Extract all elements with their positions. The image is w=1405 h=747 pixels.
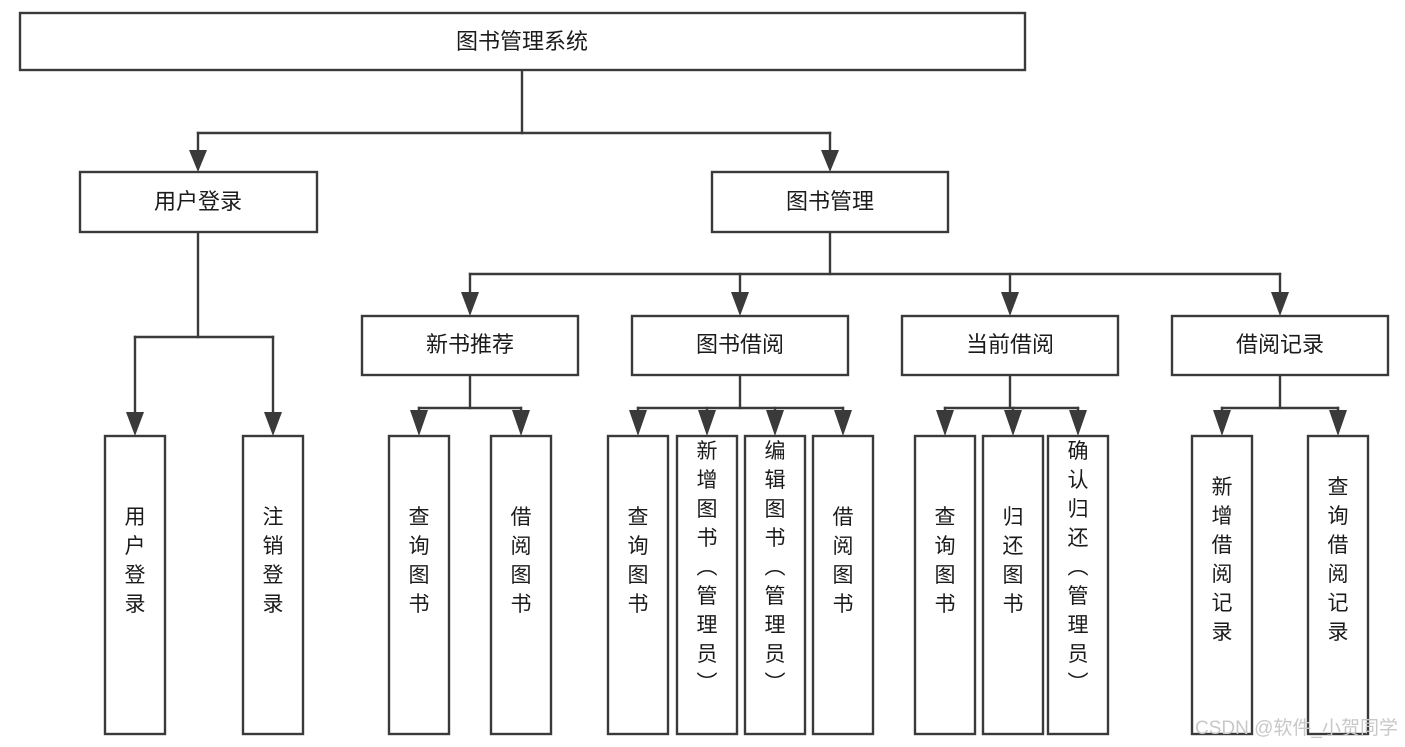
leaf-add-borrow-record[interactable]: 新增借阅记录 xyxy=(1190,434,1254,736)
leaf-return-book[interactable]: 归还图书 xyxy=(981,434,1045,736)
node-book-management-label: 图书管理 xyxy=(786,189,874,214)
node-current-borrow[interactable]: 当前借阅 xyxy=(900,314,1120,377)
leaf-query-book-borrow-label: 查询图书 xyxy=(628,506,649,616)
leaf-query-book-current-label: 查询图书 xyxy=(935,506,956,616)
leaf-return-book-label: 归还图书 xyxy=(1003,506,1024,616)
leaf-add-borrow-record-label: 新增借阅记录 xyxy=(1212,476,1233,644)
leaf-query-borrow-record[interactable]: 查询借阅记录 xyxy=(1306,434,1370,736)
connector-borrowrecord-to-leaves xyxy=(1213,373,1347,436)
leaf-user-login-label: 用户登录 xyxy=(125,506,146,616)
leaf-logout-label: 注销登录 xyxy=(263,506,284,616)
node-root-label: 图书管理系统 xyxy=(456,29,588,54)
leaf-borrow-book-label: 借阅图书 xyxy=(833,506,854,616)
node-book-management[interactable]: 图书管理 xyxy=(710,170,950,234)
node-book-borrow-label: 图书借阅 xyxy=(696,332,784,357)
leaf-query-book-current[interactable]: 查询图书 xyxy=(913,434,977,736)
node-new-book-recommend[interactable]: 新书推荐 xyxy=(360,314,580,377)
node-new-book-recommend-label: 新书推荐 xyxy=(426,332,514,357)
leaf-edit-book-admin[interactable]: 编辑图书︵管理员︶ xyxy=(743,434,807,736)
csdn-watermark: CSDN @软件_小贺同学 xyxy=(1195,717,1398,739)
leaf-borrow-book-recommend-label: 借阅图书 xyxy=(511,506,532,616)
node-current-borrow-label: 当前借阅 xyxy=(966,332,1054,357)
leaf-borrow-book-recommend[interactable]: 借阅图书 xyxy=(489,434,553,736)
connector-bookborrow-to-leaves xyxy=(629,373,852,436)
node-borrow-record-label: 借阅记录 xyxy=(1236,332,1324,357)
connector-bookmgmt-to-level3 xyxy=(461,230,1289,316)
leaf-confirm-return-admin[interactable]: 确认归还︵管理员︶ xyxy=(1046,434,1110,736)
node-borrow-record[interactable]: 借阅记录 xyxy=(1170,314,1390,377)
leaf-query-book-recommend-label: 查询图书 xyxy=(409,506,430,616)
node-user-login-label: 用户登录 xyxy=(154,189,242,214)
leaf-edit-book-admin-label: 编辑图书︵管理员︶ xyxy=(765,440,786,695)
leaf-borrow-book[interactable]: 借阅图书 xyxy=(811,434,875,736)
leaf-logout[interactable]: 注销登录 xyxy=(241,434,305,736)
leaf-user-login[interactable]: 用户登录 xyxy=(103,434,167,736)
connector-newbook-to-leaves xyxy=(410,373,530,436)
connector-currentborrow-to-leaves xyxy=(936,373,1087,436)
leaf-query-book-recommend[interactable]: 查询图书 xyxy=(387,434,451,736)
node-user-login[interactable]: 用户登录 xyxy=(78,170,319,234)
leaf-query-book-borrow[interactable]: 查询图书 xyxy=(606,434,670,736)
leaf-query-borrow-record-label: 查询借阅记录 xyxy=(1328,476,1349,644)
node-root-book-management-system[interactable]: 图书管理系统 xyxy=(18,11,1027,72)
leaf-add-book-admin-label: 新增图书︵管理员︶ xyxy=(697,440,718,695)
connector-userlogin-to-leaves xyxy=(126,230,282,436)
connector-root-to-level2 xyxy=(189,68,839,172)
leaf-confirm-return-admin-label: 确认归还︵管理员︶ xyxy=(1068,440,1089,695)
node-book-borrow[interactable]: 图书借阅 xyxy=(630,314,850,377)
leaf-add-book-admin[interactable]: 新增图书︵管理员︶ xyxy=(675,434,739,736)
